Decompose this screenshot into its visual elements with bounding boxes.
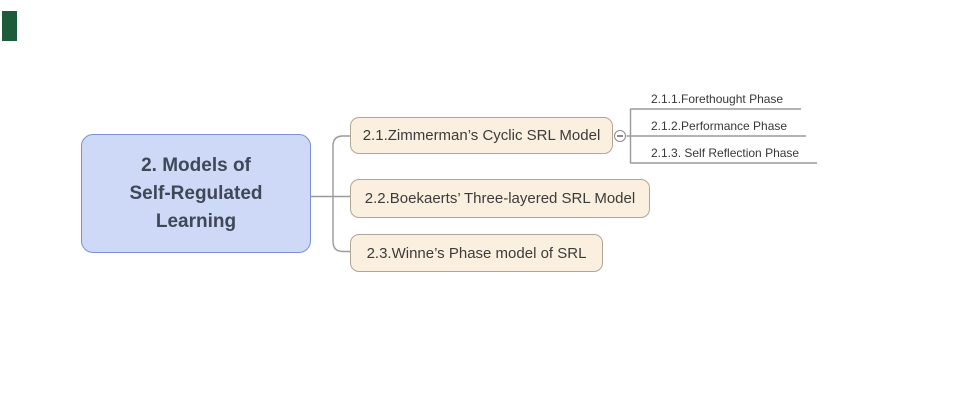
node-label: 2.1.Zimmerman’s Cyclic SRL Model (362, 127, 601, 144)
node-label: 2.3.Winne’s Phase model of SRL (366, 244, 587, 262)
minus-icon (617, 135, 623, 137)
connector-root-top-bottom (332, 135, 350, 253)
leaf-self-reflection-phase[interactable]: 2.1.3. Self Reflection Phase (651, 146, 800, 160)
node-winne-model[interactable]: 2.3.Winne’s Phase model of SRL (350, 234, 603, 272)
green-corner-mark (2, 11, 17, 41)
leaf-forethought-phase[interactable]: 2.1.1.Forethought Phase (651, 92, 784, 106)
node-models-of-srl-root[interactable]: 2. Models of Self-Regulated Learning (81, 134, 311, 253)
collapse-toggle-button[interactable] (614, 130, 626, 142)
node-label: 2.2.Boekaerts’ Three-layered SRL Model (364, 190, 636, 207)
node-boekaerts-model[interactable]: 2.2.Boekaerts’ Three-layered SRL Model (350, 179, 650, 218)
node-zimmerman-cyclic-model[interactable]: 2.1.Zimmerman’s Cyclic SRL Model (350, 117, 613, 154)
root-node-label: 2. Models of Self-Regulated Learning (129, 154, 263, 232)
leaf-performance-phase[interactable]: 2.1.2.Performance Phase (651, 119, 788, 133)
